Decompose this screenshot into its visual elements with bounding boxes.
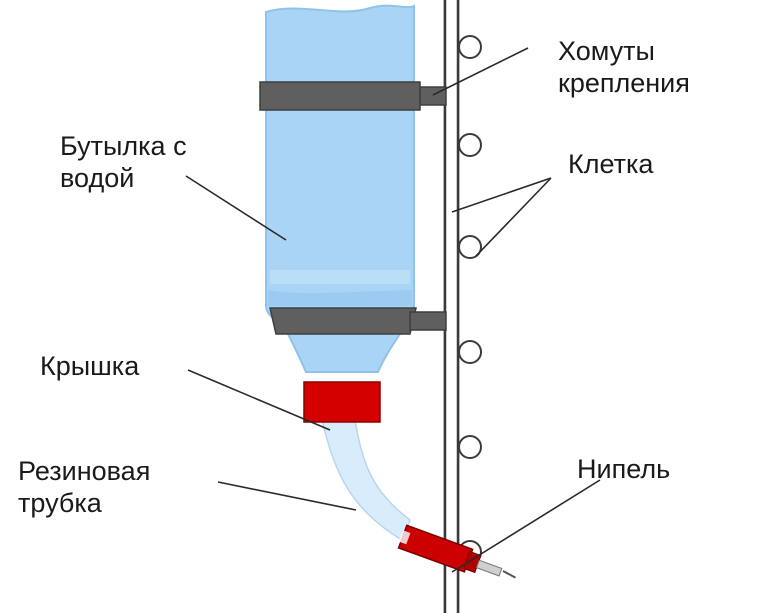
label-cap-text: Крышка [40,351,140,381]
cage-hole [458,435,482,459]
label-cap: Крышка [40,350,139,382]
label-cage: Клетка [568,148,653,180]
label-rubber-tube: Резиновая трубка [18,455,150,519]
label-nipple: Нипель [577,453,670,485]
leader-lines [185,47,601,573]
cage-hole [458,35,482,59]
label-mounting-clamps: Хомуты крепления [558,35,690,99]
drinking-nipple [397,524,516,579]
leader-nipple [451,479,601,573]
clamp-top [259,81,421,111]
leader-bottle [185,175,287,241]
cage [443,0,482,613]
label-bottle-line2: водой [60,163,135,193]
leader-cap [187,369,331,431]
cage-hole [458,133,482,157]
label-clamps-line1: Хомуты [558,36,655,66]
label-nipple-text: Нипель [577,454,671,484]
clamp-bottom-arm [409,311,447,331]
leader-cage-2 [475,177,552,257]
rubber-tube [321,419,411,542]
label-bottle-line1: Бутылка с [60,131,187,161]
label-clamps-line2: крепления [558,68,690,98]
label-cage-text: Клетка [568,149,654,179]
cage-hole [458,340,482,364]
label-tube-line2: трубка [18,488,102,518]
clamp-bottom [269,307,417,335]
leader-cage-1 [451,177,552,213]
cage-hole [458,235,482,259]
bottle-cap [303,381,381,423]
mounting-clamps [259,81,447,335]
leader-clamps [432,47,529,96]
label-bottle-with-water: Бутылка с водой [60,130,187,194]
leader-tube [217,481,357,511]
label-tube-line1: Резиновая [18,456,151,486]
nipple-body [397,524,474,573]
